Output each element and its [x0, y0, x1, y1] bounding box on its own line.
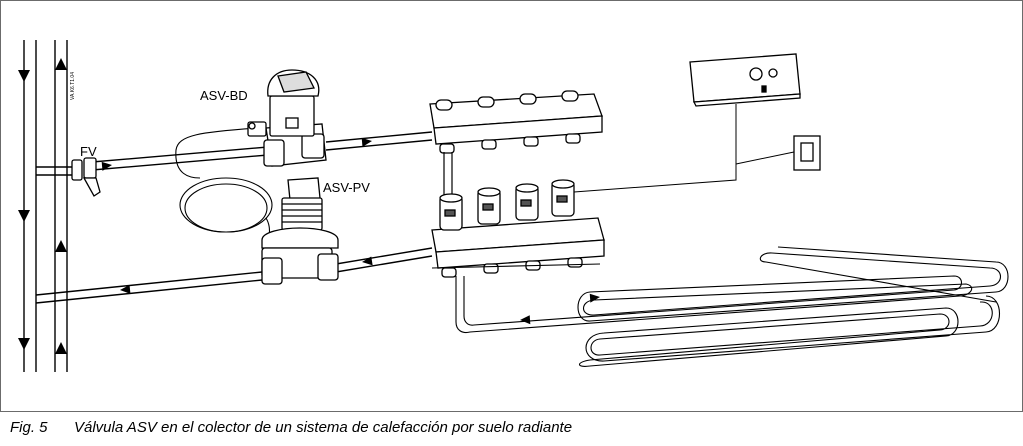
- riser-pipes: [23, 40, 68, 372]
- supply-pipe: [36, 131, 433, 176]
- drawing-code: VA.K6.T1.04: [70, 72, 76, 100]
- asv-bd-label: ASV-BD: [200, 88, 248, 103]
- asv-pv-label: ASV-PV: [323, 180, 370, 195]
- asv-pv-valve: [261, 177, 339, 285]
- return-arrows: [120, 256, 373, 294]
- impulse-tube: [175, 127, 273, 243]
- figure-caption-text: Válvula ASV en el colector de un sistema…: [74, 419, 573, 436]
- controller-box: [689, 53, 801, 107]
- heating-manifold-diagram: VA.K6.T1.04 FV: [18, 40, 1009, 372]
- asv-bd-valve: [247, 69, 327, 167]
- return-manifold: [431, 217, 605, 278]
- thermal-actuators: [439, 179, 575, 231]
- floor-heating-loop: [431, 246, 1009, 367]
- riser-flow-arrows: [18, 58, 67, 354]
- figure-number: Fig. 5: [10, 419, 48, 436]
- fv-label: FV: [80, 144, 97, 159]
- room-thermostat: [793, 135, 821, 171]
- supply-manifold: [429, 90, 603, 154]
- figure-caption: Fig. 5 Válvula ASV en el colector de un s…: [10, 419, 572, 436]
- loop-flow-arrows: [520, 293, 600, 325]
- supply-arrows: [101, 137, 372, 171]
- fv-valve: [71, 157, 101, 197]
- return-pipe: [35, 247, 433, 304]
- control-wiring: [573, 104, 795, 193]
